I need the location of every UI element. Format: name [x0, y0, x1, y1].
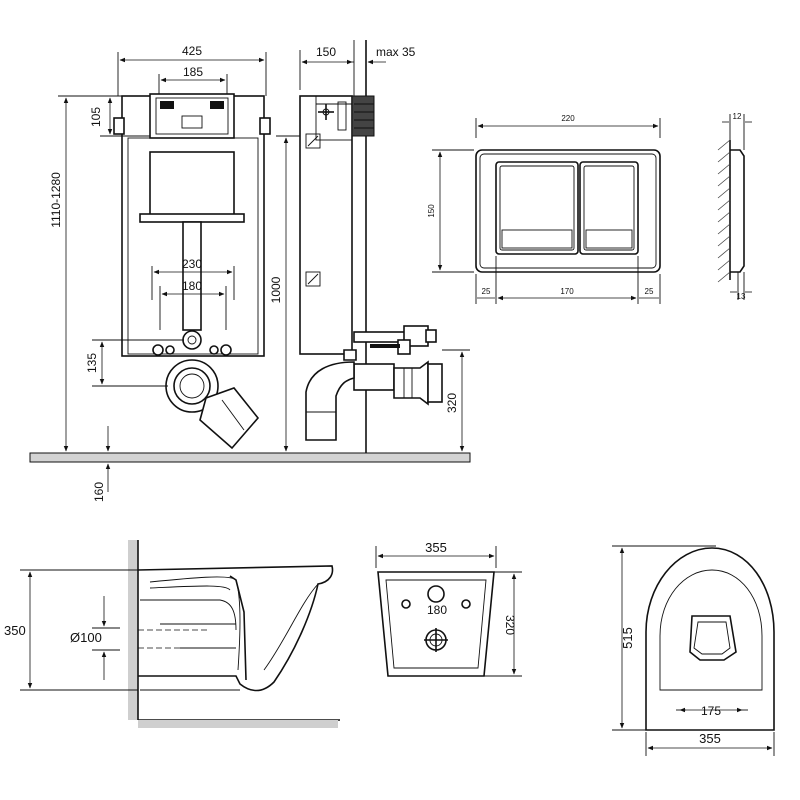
dim-wall-gap: max 35	[376, 45, 416, 59]
dim-side-outlet-height: 320	[445, 393, 459, 413]
dim-plate-margin-left: 25	[482, 287, 491, 296]
dim-bowl-rear-height: 320	[503, 615, 517, 635]
dim-top-height: 105	[89, 107, 103, 127]
flush-plate-front: 220 150 25 170 25	[427, 114, 661, 304]
dim-plate-margin-right: 25	[645, 287, 654, 296]
dim-flush-opening: 185	[183, 65, 203, 79]
dim-plate-thickness: 12	[733, 112, 742, 121]
dim-bracket-bolts: 180	[182, 279, 202, 293]
flush-plate-side: 12 13	[717, 112, 752, 301]
bowl-rear-view: 355 180 320	[375, 540, 522, 677]
dim-plate-width: 220	[561, 114, 575, 123]
dim-outlet-diameter: Ø100	[70, 630, 102, 645]
dim-bowl-rear-width: 355	[425, 540, 447, 555]
dim-outlet-height: 135	[85, 353, 99, 373]
dim-bowl-rear-holes: 180	[427, 603, 447, 617]
dim-frame-height: 1000	[269, 276, 283, 303]
bowl-side-section: 350 Ø100	[4, 540, 340, 728]
dim-bowl-length: 515	[620, 627, 635, 649]
dim-bowl-width: 355	[699, 731, 721, 746]
floor-slab	[29, 452, 471, 463]
bowl-top-view: 515 175 355	[612, 545, 775, 756]
dim-floor-depth: 160	[92, 482, 106, 502]
dim-plate-height: 150	[427, 204, 436, 218]
frame-side-view: 150 max 35 1000	[269, 40, 470, 453]
dim-total-height: 1110-1280	[49, 172, 63, 228]
dim-bowl-holes: 175	[701, 704, 721, 718]
dim-bowl-height: 350	[4, 623, 26, 638]
dim-plate-recess: 13	[737, 292, 746, 301]
dim-frame-width: 425	[182, 44, 202, 58]
dim-plate-inner-width: 170	[560, 287, 574, 296]
frame-front-view: 425 185 230 180	[49, 44, 271, 502]
dim-frame-depth: 150	[316, 45, 336, 59]
dim-bracket-width: 230	[182, 257, 202, 271]
